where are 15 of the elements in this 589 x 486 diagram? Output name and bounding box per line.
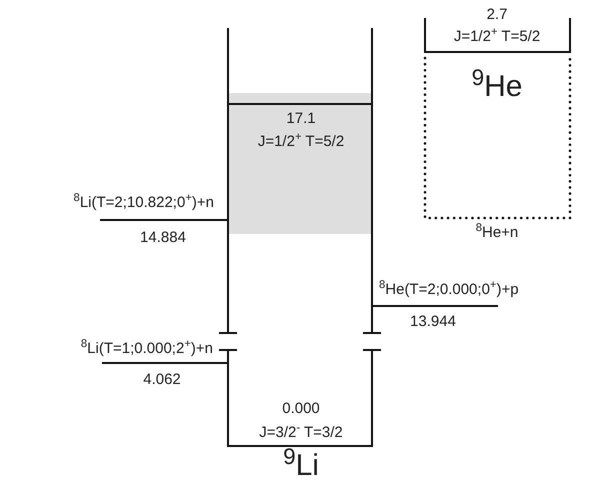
level-label: J=1/2$^{+}$ T=5/2 (258, 133, 344, 152)
level-label: 2.7 (486, 6, 508, 25)
level-label: 13.944 (410, 313, 456, 332)
level-label: 0.000 (282, 400, 320, 419)
nucleus-label: $^{9}$Li (283, 447, 319, 484)
level-label: 14.884 (140, 229, 186, 248)
channel-label: $^{8}$Li(T=1;0.000;2$^{+}$)+n (80, 340, 213, 359)
level-label: J=3/2$^{-}$ T=3/2 (259, 424, 343, 443)
channel-label: $^{8}$Li(T=2;10.822;0$^{+}$)+n (74, 194, 214, 213)
channel-label: $^{8}$He(T=2;0.000;0$^{+}$)+p (379, 281, 519, 300)
level-label: 17.1 (286, 110, 316, 129)
level-label: 4.062 (143, 371, 181, 390)
level-label: $^{8}$He+n (476, 224, 518, 243)
level-label: J=1/2$^{+}$ T=5/2 (454, 28, 540, 47)
nucleus-label: $^{9}$He (472, 68, 522, 105)
